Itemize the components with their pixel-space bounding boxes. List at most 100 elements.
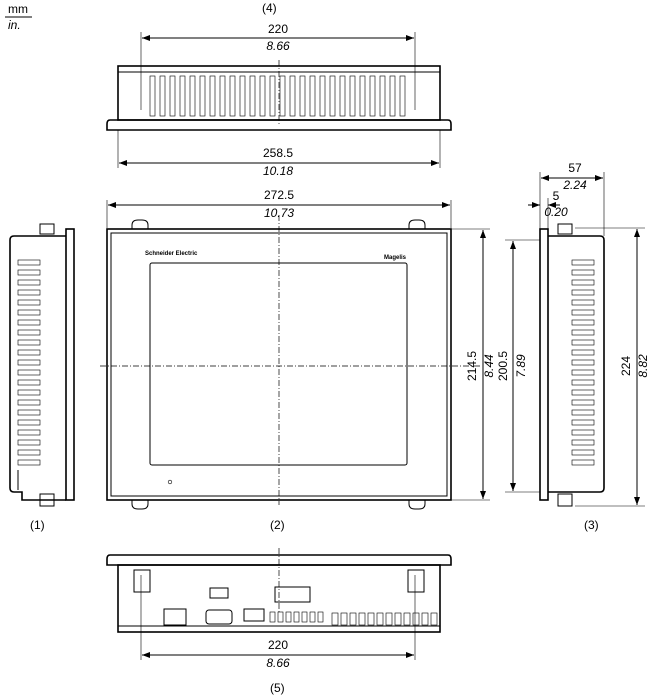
dim-bottom-mount-in: 8.66 xyxy=(266,656,290,670)
vent-slot xyxy=(385,612,393,626)
vent-slot xyxy=(571,429,595,436)
side-view-right: 57 2.24 5 0.20 200.5 7.89 224 8.82 xyxy=(496,161,650,507)
usb-port xyxy=(243,608,265,622)
vent-slot xyxy=(249,75,256,117)
vent-slot xyxy=(379,75,386,117)
vent-slot xyxy=(349,612,357,626)
vent-slot xyxy=(17,379,41,386)
vent-slot xyxy=(358,612,366,626)
vent-slot xyxy=(376,612,384,626)
vent-slot xyxy=(17,429,41,436)
vent-slot xyxy=(571,289,595,296)
vent-slot xyxy=(319,75,326,117)
top-bezel xyxy=(106,119,452,131)
vent-slot xyxy=(317,611,324,623)
vent-slot xyxy=(229,75,236,117)
dim-side-inner-height-in: 7.89 xyxy=(514,354,528,378)
vent-slot xyxy=(209,75,216,117)
view-label-bottom: (5) xyxy=(270,681,285,695)
vent-slot xyxy=(367,612,375,626)
vent-slot xyxy=(17,369,41,376)
bottom-view: 220 8.66 xyxy=(106,548,452,670)
vent-slot xyxy=(430,612,438,626)
vent-slot xyxy=(269,611,276,623)
vent-slot xyxy=(17,279,41,286)
vent-slot xyxy=(571,319,595,326)
vent-slot xyxy=(269,75,276,117)
dim-side-height-in: 8.82 xyxy=(636,354,650,378)
front-view: 272.5 10.73 Schneider Electric Magelis 2… xyxy=(100,188,496,510)
vent-slot xyxy=(189,75,196,117)
vent-slot xyxy=(17,409,41,416)
vent-slot xyxy=(17,259,41,266)
vent-slot xyxy=(199,75,206,117)
vent-slot xyxy=(17,299,41,306)
vent-slot xyxy=(17,449,41,456)
vent-slot xyxy=(359,75,366,117)
dim-side-depth-mm: 57 xyxy=(568,161,582,175)
vent-slot xyxy=(399,75,406,117)
vent-slot xyxy=(571,269,595,276)
vent-slot xyxy=(17,329,41,336)
vent-slot xyxy=(17,269,41,276)
vent-slot xyxy=(571,399,595,406)
dim-front-height-mm: 214.5 xyxy=(465,351,479,381)
view-label-side-left: (1) xyxy=(30,518,45,532)
vent-slot xyxy=(571,279,595,286)
dim-bottom-mount-mm: 220 xyxy=(268,638,288,652)
vent-slot xyxy=(17,399,41,406)
vent-slot xyxy=(329,75,336,117)
vent-slot xyxy=(571,409,595,416)
ethernet-port xyxy=(163,608,187,626)
dim-top-body-mm: 258.5 xyxy=(263,146,293,160)
vent-slot xyxy=(285,611,292,623)
dim-front-width-mm: 272.5 xyxy=(264,188,294,202)
vent-slot xyxy=(571,359,595,366)
vent-slot xyxy=(169,75,176,117)
vent-slot xyxy=(421,612,429,626)
vent-slot xyxy=(17,309,41,316)
serial-port xyxy=(205,609,233,625)
dim-top-mount-in: 8.66 xyxy=(266,39,290,53)
vent-slot xyxy=(394,612,402,626)
vent-slot xyxy=(571,449,595,456)
unit-inch: in. xyxy=(8,18,21,32)
vent-slot xyxy=(299,75,306,117)
vent-slot xyxy=(219,75,226,117)
vent-slot xyxy=(159,75,166,117)
dim-bezel-depth-mm: 5 xyxy=(553,189,560,203)
dim-side-inner-height-mm: 200.5 xyxy=(496,351,510,381)
vent-slot xyxy=(403,612,411,626)
view-label-top: (4) xyxy=(262,1,277,15)
vent-slot xyxy=(279,75,286,117)
vent-slot xyxy=(301,611,308,623)
vent-slot xyxy=(17,439,41,446)
logo-product: Magelis xyxy=(384,255,407,261)
vent-slot xyxy=(571,459,595,466)
vent-slot xyxy=(571,379,595,386)
vent-slot xyxy=(331,612,339,626)
units-legend: mm in. xyxy=(5,2,32,32)
vent-slot xyxy=(571,309,595,316)
vent-slot xyxy=(571,329,595,336)
vent-slot xyxy=(179,75,186,117)
display-screen xyxy=(149,262,408,466)
dim-side-depth-in: 2.24 xyxy=(562,178,587,192)
top-view: 220 8.66 258.5 10.18 xyxy=(106,22,452,178)
vent-slot xyxy=(293,611,300,623)
side-view-left xyxy=(9,223,75,507)
vent-slot xyxy=(17,339,41,346)
vent-slot xyxy=(17,389,41,396)
dim-top-body-in: 10.18 xyxy=(263,164,293,178)
vent-slot xyxy=(259,75,266,117)
vent-slot xyxy=(571,389,595,396)
unit-mm: mm xyxy=(8,2,28,16)
view-label-side-right: (3) xyxy=(584,518,599,532)
dim-front-width-in: 10.73 xyxy=(264,206,294,220)
dim-front-height-in: 8.44 xyxy=(482,354,496,378)
vent-slot xyxy=(17,289,41,296)
logo-brand: Schneider Electric xyxy=(145,251,198,257)
vent-slot xyxy=(369,75,376,117)
dim-top-mount-mm: 220 xyxy=(268,22,288,36)
